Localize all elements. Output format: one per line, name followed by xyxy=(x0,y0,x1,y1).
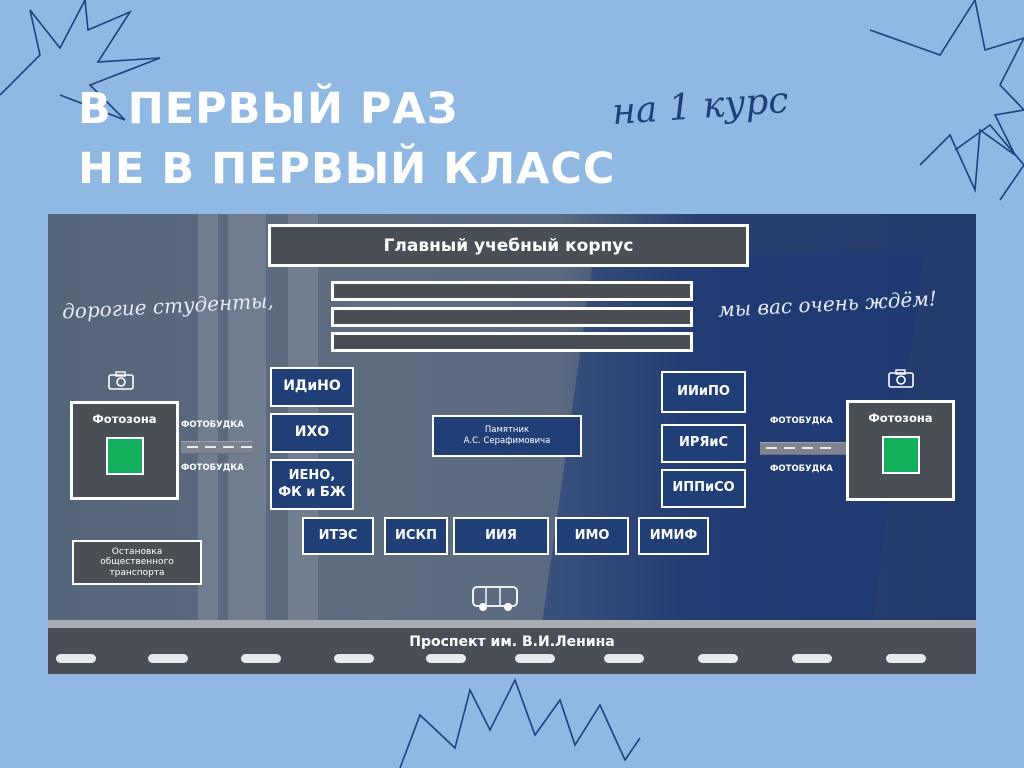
institute-imif[interactable]: ИМИФ xyxy=(638,517,709,555)
institute-iiipo[interactable]: ИИиПО xyxy=(661,371,746,413)
bus-stop[interactable]: Остановка общественного транспорта xyxy=(72,540,202,585)
bg-column xyxy=(228,214,266,620)
institute-label: ИМИФ xyxy=(649,527,698,543)
photozone-label: Фотозона xyxy=(92,412,157,426)
institute-label: ИДиНО xyxy=(283,378,341,395)
campus-map: Главный учебный корпус дорогие студенты,… xyxy=(48,214,976,674)
camera-icon xyxy=(888,369,914,388)
photozone-marker xyxy=(105,437,144,475)
institute-ippiso[interactable]: ИППиСО xyxy=(661,469,746,508)
building-bar-3 xyxy=(331,332,693,352)
photobooth-path xyxy=(181,441,253,454)
street-name: Проспект им. В.И.Ленина xyxy=(409,634,615,650)
institute-label: ИТЭС xyxy=(318,527,358,543)
institute-label: ИИиПО xyxy=(677,383,730,399)
photobooth-label: ФОТОБУДКА xyxy=(770,464,833,474)
bus-stop-label: Остановка общественного транспорта xyxy=(100,546,174,578)
photozone-left[interactable]: Фотозона xyxy=(70,401,179,500)
institute-label: ИРЯиС xyxy=(678,435,729,451)
institute-label: ИМО xyxy=(574,527,610,543)
photozone-right[interactable]: Фотозона xyxy=(846,400,955,501)
building-bar-2 xyxy=(331,307,693,327)
institute-label: ИИЯ xyxy=(485,527,517,543)
building-bar-1 xyxy=(331,281,693,301)
photozone-label: Фотозона xyxy=(868,411,933,425)
monument[interactable]: Памятник А.С. Серафимовича xyxy=(432,415,582,457)
bg-column xyxy=(198,214,218,620)
camera-icon xyxy=(108,371,134,390)
institute-iiya[interactable]: ИИЯ xyxy=(453,517,549,555)
institute-idino[interactable]: ИДиНО xyxy=(270,367,354,407)
main-building[interactable]: Главный учебный корпус xyxy=(268,224,749,267)
headline-line-1: В ПЕРВЫЙ РАЗ xyxy=(78,84,459,134)
photobooth-label: ФОТОБУДКА xyxy=(770,416,833,426)
institute-label: ИППиСО xyxy=(672,480,735,496)
photobooth-label: ФОТОБУДКА xyxy=(181,463,244,473)
photobooth-path xyxy=(760,442,846,455)
institute-iskp[interactable]: ИСКП xyxy=(384,517,448,555)
institute-iryais[interactable]: ИРЯиС xyxy=(661,424,746,463)
headline-line-2: НЕ В ПЕРВЫЙ КЛАСС xyxy=(78,144,616,194)
institute-label: ИХО xyxy=(294,424,330,441)
institute-ieno[interactable]: ИЕНО, ФК и БЖ xyxy=(270,459,354,510)
institute-ites[interactable]: ИТЭС xyxy=(302,517,374,555)
institute-label: ИЕНО, ФК и БЖ xyxy=(278,468,346,500)
photozone-marker xyxy=(881,436,920,474)
photobooth-label: ФОТОБУДКА xyxy=(181,420,244,430)
street: Проспект им. В.И.Ленина xyxy=(48,620,976,674)
institute-iho[interactable]: ИХО xyxy=(270,413,354,453)
main-building-label: Главный учебный корпус xyxy=(383,235,634,256)
curb xyxy=(48,620,976,628)
bus-icon xyxy=(472,586,518,611)
monument-label: Памятник А.С. Серафимовича xyxy=(463,425,551,446)
institute-imo[interactable]: ИМО xyxy=(555,517,629,555)
institute-label: ИСКП xyxy=(395,527,437,543)
